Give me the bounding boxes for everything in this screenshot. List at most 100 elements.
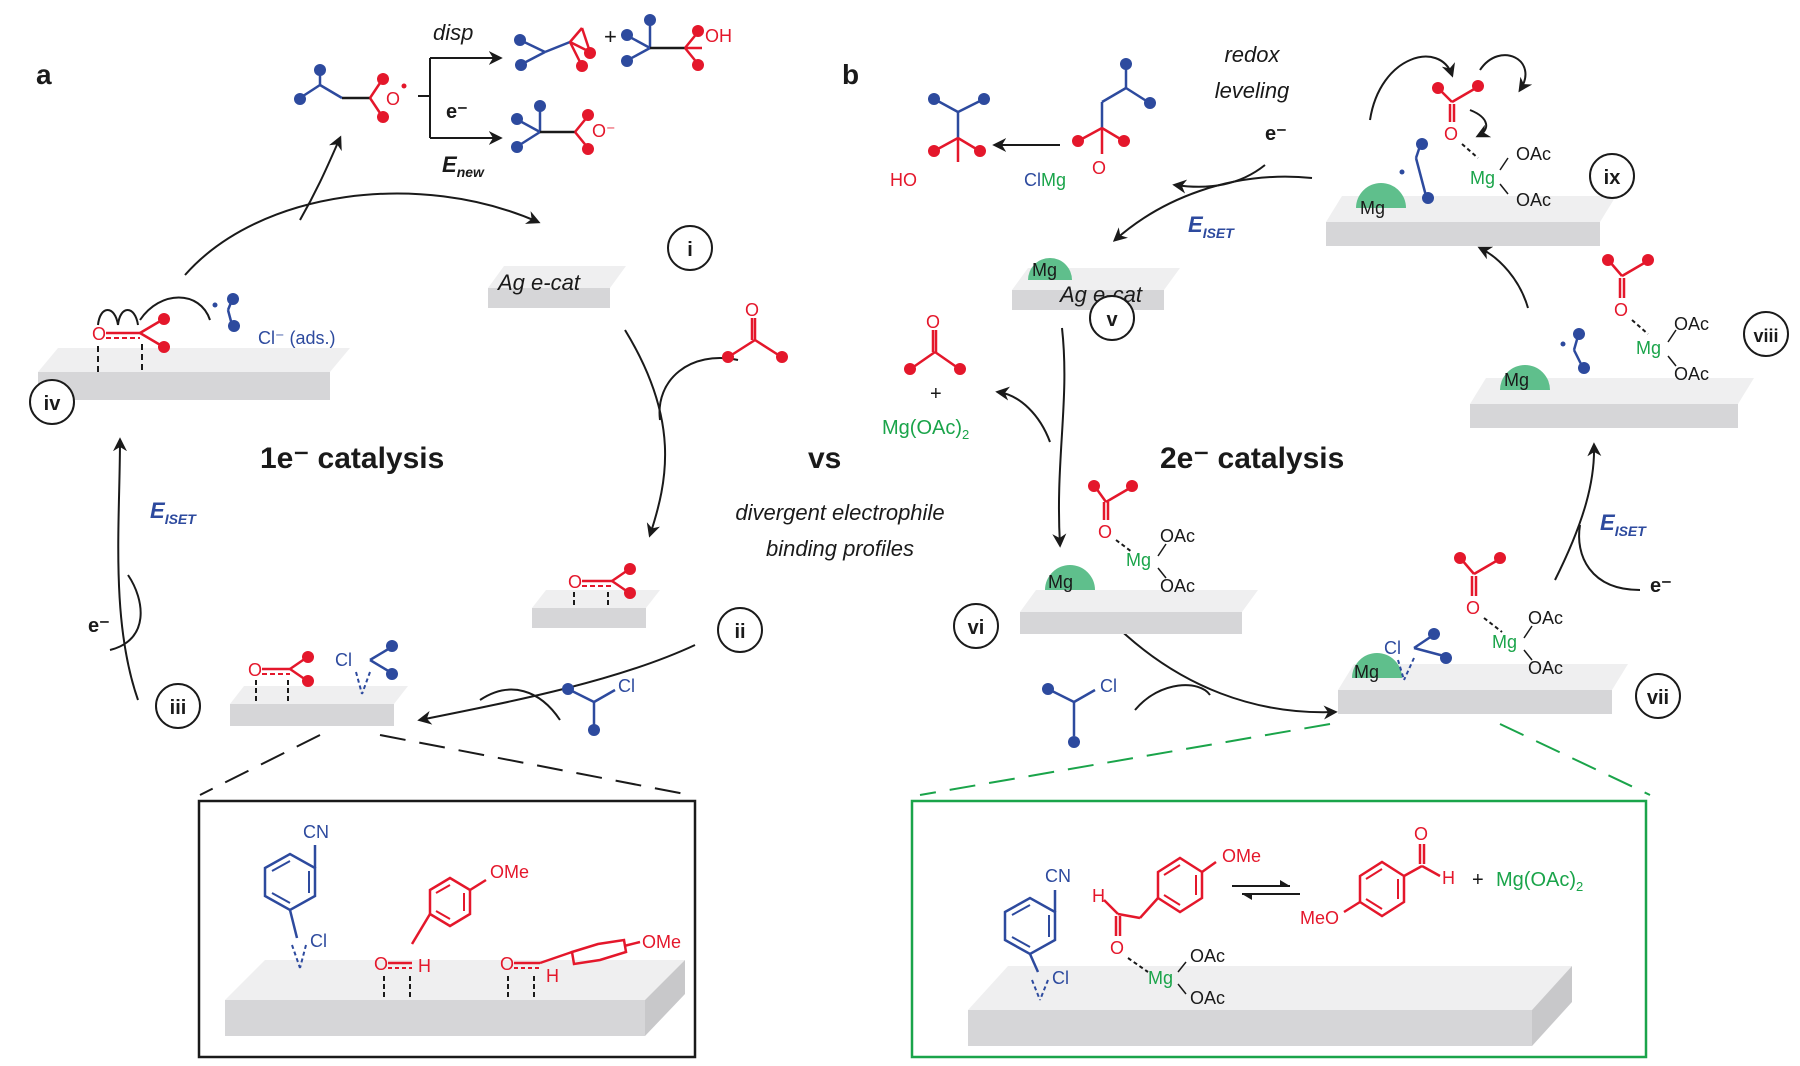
mg-label-inset: Mg: [1148, 968, 1173, 988]
oac-label-ix-1: OAc: [1516, 144, 1551, 164]
adsorbed-species-vii: Cl O Mg OAc OAc: [1384, 552, 1563, 681]
mg-dome-viii: [1500, 365, 1550, 390]
arrow-electron-in-b: [1578, 524, 1641, 591]
o-minus-label: O⁻: [592, 121, 616, 141]
catalyst-label-a: Ag e-cat: [496, 270, 581, 295]
arrow-benzylcl-in-b: [1134, 684, 1211, 711]
o-label-vi: O: [1098, 522, 1112, 542]
ketone-substrate-a: O: [722, 300, 788, 363]
o-label-substrate-b: O: [926, 312, 940, 332]
redox-line-1: redox: [1224, 42, 1280, 67]
surface-vii: [1338, 664, 1628, 714]
step-vi-label: vi: [968, 617, 985, 639]
arrow-iv-to-i: [184, 192, 541, 276]
arrow-ix-to-v: [1112, 175, 1313, 242]
o-label-ix: O: [1444, 124, 1458, 144]
adsorbed-species-ix: O Mg OAc OAc: [1369, 54, 1551, 210]
h-label-b2: H: [1442, 868, 1455, 888]
e-iset-label-a: EISET: [150, 498, 197, 527]
step-i-badge: [667, 225, 713, 271]
cn-label-a: CN: [303, 822, 329, 842]
arrow-iii-to-iv: [112, 437, 139, 701]
o-label-a1: O: [374, 954, 388, 974]
electron-label-top: e⁻: [446, 101, 468, 123]
inset-surface-a: [225, 960, 685, 1036]
inset-a-aldehyde-1: OMe O H: [374, 862, 529, 1000]
ketone-substrate-b: O: [904, 312, 966, 375]
inset-b-free-aldehyde: MeO O H: [1300, 824, 1455, 928]
step-ix-label: ix: [1604, 167, 1621, 189]
mg-label-vi-lewis: Mg: [1126, 550, 1151, 570]
inset-a-aryl-chloride: CN Cl: [263, 822, 329, 969]
e-iset-label-b-top: EISET: [1188, 212, 1235, 241]
mg-label-v: Mg: [1032, 260, 1057, 280]
arrow-v-to-vi: [1052, 327, 1067, 548]
ome-label-b1: OMe: [1222, 846, 1261, 866]
redox-line-2: leveling: [1215, 78, 1290, 103]
zoom-line-a-left: [199, 734, 321, 796]
zoom-line-b-right: [1499, 723, 1651, 796]
mg-label-viii-lewis: Mg: [1636, 338, 1661, 358]
benzyl-chloride-b: Cl: [1042, 676, 1117, 748]
o-label-b1: O: [1110, 938, 1124, 958]
zoom-line-a-right: [379, 734, 691, 796]
mg-dome-vii: [1352, 653, 1402, 678]
oac-label-inset-1: OAc: [1190, 946, 1225, 966]
arrow-substrate-in: [658, 357, 739, 421]
benzyl-chloride-a: Cl: [562, 676, 635, 736]
arrow-i-to-ii: [624, 329, 667, 538]
ome-label-a2: OMe: [642, 932, 681, 952]
arrow-ii-to-iii: [417, 644, 696, 725]
h-label-a1: H: [418, 956, 431, 976]
step-i-label: i: [687, 239, 693, 261]
vs-label: vs: [808, 442, 841, 475]
plus-disp: +: [604, 24, 617, 49]
benzyl-radical-iv: [212, 293, 240, 332]
step-iii-badge: [155, 683, 201, 729]
o-label-viii: O: [1614, 300, 1628, 320]
meo-label: MeO: [1300, 908, 1339, 928]
electron-label-a: e⁻: [88, 615, 110, 637]
e-iset-label-b: EISET: [1600, 510, 1647, 539]
adsorbed-ketone-iv: O: [92, 296, 211, 372]
disp-label: disp: [433, 20, 473, 45]
oac-label-vi-2: OAc: [1160, 576, 1195, 596]
caption-line-1: divergent electrophile: [735, 500, 944, 525]
mg-label-viii: Mg: [1504, 370, 1529, 390]
oac-label-vii-1: OAc: [1528, 608, 1563, 628]
step-ii-badge: [717, 607, 763, 653]
zoom-line-b-left: [919, 723, 1331, 796]
step-ii-label: ii: [734, 621, 745, 643]
radical-intermediate: O: [294, 64, 407, 123]
arrow-benzylcl-in: [479, 688, 561, 721]
mg-label-ix: Mg: [1360, 198, 1385, 218]
equilibrium-arrows: [1232, 880, 1300, 900]
cl-label-inset-b: Cl: [1052, 968, 1069, 988]
arrow-viii-to-ix: [1477, 246, 1529, 309]
adsorbed-species-iii: O Cl: [248, 640, 398, 704]
inset-b-bound-aldehyde: OMe H O Mg OAc OAc: [1092, 846, 1261, 1008]
panel-b-letter: b: [842, 59, 859, 90]
mg-label-ix-lewis: Mg: [1470, 168, 1495, 188]
adsorbed-ketone-ii: O: [568, 563, 636, 608]
step-v-badge: [1089, 295, 1135, 341]
o-label-mgo: O: [1092, 158, 1106, 178]
surface-iv: [38, 348, 350, 400]
alcohol-product-b: HO: [890, 93, 990, 190]
mg-label-vii-lewis: Mg: [1492, 632, 1517, 652]
o-label-iv: O: [92, 324, 106, 344]
clmg-label: ClMg: [1024, 170, 1066, 190]
o-label-a2: O: [500, 954, 514, 974]
inset-a-aldehyde-2: O H OMe: [500, 932, 681, 1000]
oac-label-viii-2: OAc: [1674, 364, 1709, 384]
step-vii-badge: [1635, 673, 1681, 719]
electron-label-b-top: e⁻: [1265, 123, 1287, 145]
mg-dome-v: [1028, 258, 1072, 280]
o-label-ii: O: [568, 572, 582, 592]
epoxide-product: [514, 27, 596, 72]
step-ix-badge: [1589, 153, 1635, 199]
h-label-b1: H: [1092, 886, 1105, 906]
oac-label-viii-1: OAc: [1674, 314, 1709, 334]
